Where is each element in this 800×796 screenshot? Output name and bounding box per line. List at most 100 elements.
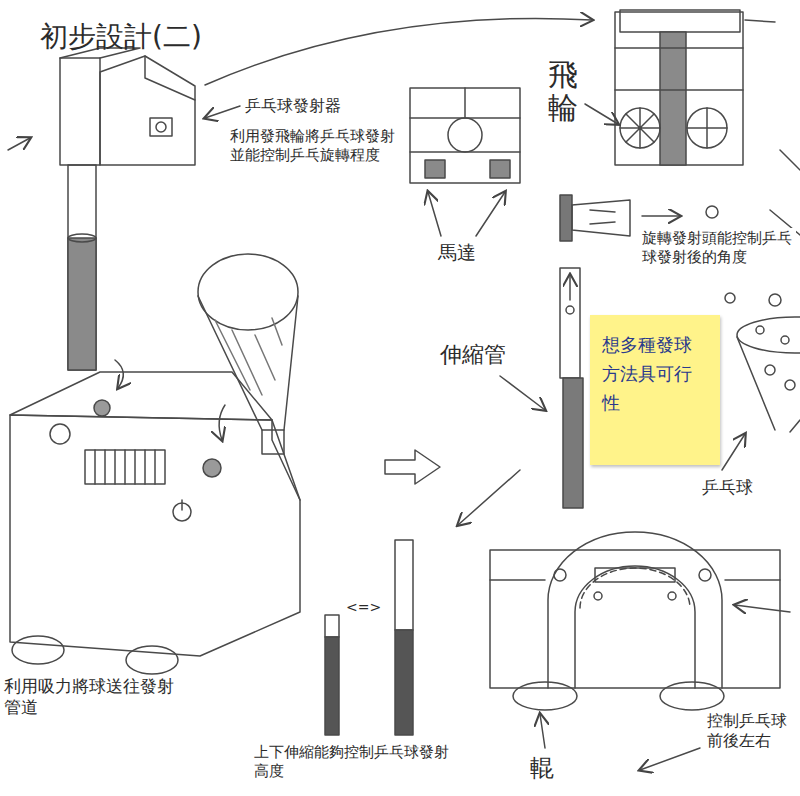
flywheel-box [615, 48, 743, 90]
launcher-head [145, 56, 195, 100]
ball-machine-front [595, 568, 675, 582]
symbol-label: <=> [344, 598, 383, 618]
launcher-head [150, 118, 172, 136]
ball-machine-front [735, 605, 790, 612]
flywheel-box [745, 20, 775, 22]
sketch-group [8, 10, 800, 770]
flywheel-box [615, 12, 743, 165]
telescopic-pole [68, 165, 96, 370]
part-label: 伸縮管 [438, 340, 508, 370]
flow-arrow [8, 138, 30, 150]
motor-diagram [410, 88, 520, 152]
height-tubes [395, 630, 413, 735]
telescopic-pole [68, 234, 96, 242]
note-text: 上下伸縮能夠控制乒乓球發射高度 [252, 742, 462, 782]
machine-body [272, 420, 300, 500]
machine-body [50, 424, 70, 444]
leader-line [205, 106, 240, 118]
motor-diagram [410, 88, 520, 236]
ball-funnel [756, 326, 764, 334]
part-label: 馬達 [436, 240, 478, 266]
ball-funnel [722, 434, 745, 470]
ball-machine-front [660, 682, 724, 710]
machine-body [94, 400, 110, 416]
leader-line [205, 106, 240, 118]
note-text: 利用吸力將球送往發射管道 [2, 675, 180, 720]
flywheel-box [620, 108, 727, 148]
flywheel-box [620, 10, 740, 32]
ball-funnel [722, 150, 800, 470]
part-label: 乒乓球發射器 [243, 95, 343, 117]
telescoping-tube [566, 306, 574, 314]
rotating-head [642, 215, 680, 217]
ball-machine-front [554, 569, 566, 581]
telescoping-tube [569, 275, 571, 300]
motor-diagram [476, 192, 505, 236]
rotating-head [560, 195, 572, 241]
machine-body [85, 450, 165, 484]
height-tubes [325, 637, 339, 735]
ball-machine-front [668, 592, 676, 600]
ball-funnel [725, 293, 735, 303]
ball-funnel [198, 254, 298, 330]
ball-machine-front [513, 682, 577, 710]
machine-body [10, 360, 300, 674]
machine-body [181, 500, 183, 510]
direction-arrow [385, 450, 440, 484]
ball-funnel [781, 336, 789, 344]
ball-funnel [219, 405, 225, 440]
ball-machine-front [580, 568, 690, 608]
ball-funnel [215, 318, 282, 395]
flow-arrow [205, 18, 592, 85]
height-tubes [325, 540, 413, 735]
ball-funnel [198, 296, 298, 430]
launcher-head [60, 58, 100, 165]
ball-funnel [765, 365, 775, 375]
launcher-head [100, 56, 195, 165]
flow-arrow [8, 138, 30, 150]
note-text: 旋轉發射頭能控制乒乓球發射後的角度 [640, 228, 796, 268]
ball-funnel [198, 254, 298, 454]
machine-body [10, 372, 272, 420]
part-label: 乒乓球 [700, 476, 755, 499]
motor-diagram [448, 118, 482, 152]
telescoping-tube [563, 378, 583, 508]
machine-body [12, 636, 64, 664]
telescoping-tube [458, 268, 583, 525]
flywheel-box [585, 10, 775, 165]
telescoping-tube [500, 376, 545, 410]
flywheel-box [660, 32, 686, 165]
height-tubes [325, 615, 339, 637]
rotating-head [572, 200, 630, 236]
ball-funnel [785, 380, 795, 390]
note-text: 控制乒乓球前後左右 [705, 710, 795, 752]
flow-arrow [205, 18, 592, 85]
note-text: 想多種發球方法具可行性 [602, 331, 708, 417]
direction-arrow [385, 450, 440, 484]
machine-body [203, 459, 221, 477]
motor-diagram [410, 88, 520, 183]
machine-body [115, 360, 123, 388]
launcher-head [156, 122, 166, 132]
ball-machine-front [594, 592, 602, 600]
flywheel-box [585, 104, 618, 124]
ball-machine-front [699, 569, 711, 581]
ball-funnel [770, 150, 800, 235]
telescopic-pole [68, 165, 96, 370]
rotating-head [706, 206, 718, 218]
ball-machine-front [490, 579, 780, 581]
ball-funnel [769, 294, 781, 306]
ball-machine-front [640, 748, 700, 770]
telescoping-tube [560, 268, 580, 378]
part-label: 輥 [528, 752, 556, 784]
telescopic-pole [68, 238, 96, 370]
height-tubes [395, 540, 413, 630]
launcher-head [60, 48, 195, 165]
motor-diagram [490, 160, 510, 178]
ball-machine-front [575, 566, 695, 688]
telescoping-tube [458, 470, 520, 525]
note-text: 利用發飛輪將乒乓球發射並能控制乒乓旋轉程度 [228, 126, 400, 166]
part-label: 飛輪 [548, 58, 578, 124]
machine-body [126, 646, 178, 674]
